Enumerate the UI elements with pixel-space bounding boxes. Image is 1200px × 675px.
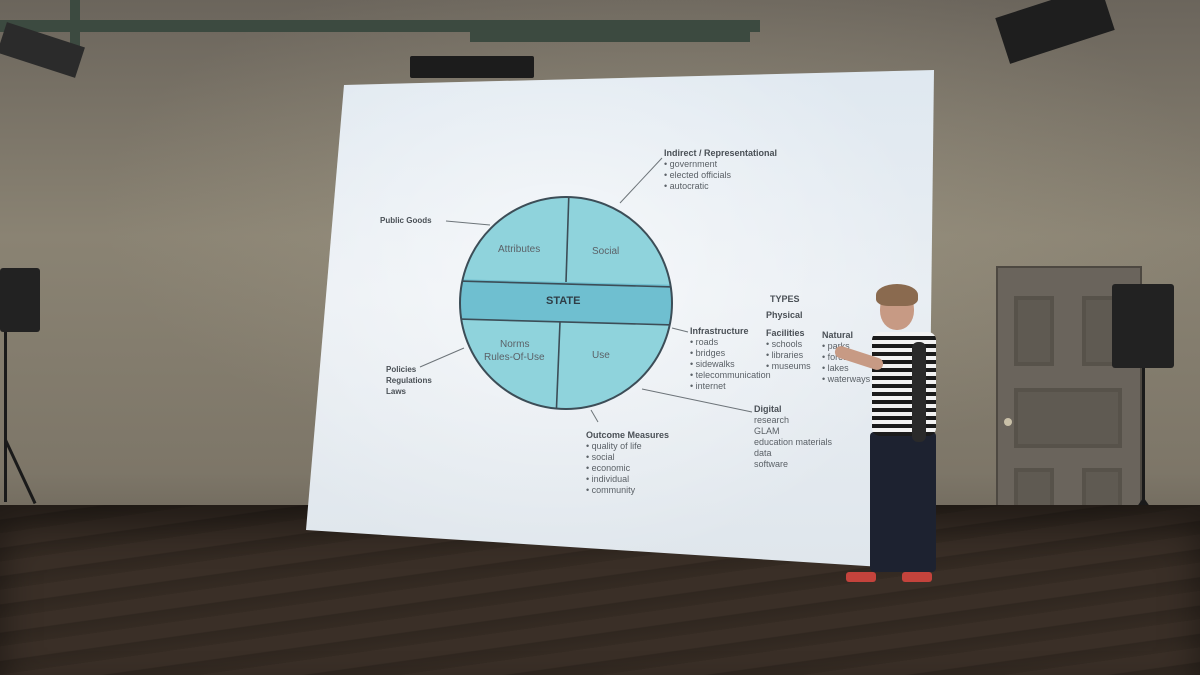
facilities-item: • schools (766, 339, 803, 349)
outcome-item: • community (586, 485, 636, 495)
natural-title: Natural (822, 330, 854, 340)
tripod-left (4, 332, 7, 502)
leader-indirect (619, 157, 663, 204)
band-top-edge (460, 280, 672, 288)
digital-item: data (754, 448, 772, 458)
state-band (460, 279, 672, 325)
facilities-item: • museums (766, 361, 811, 371)
quadrant-use: Use (592, 350, 610, 361)
digital-item: software (754, 459, 789, 469)
presenter (833, 282, 950, 592)
natural-item: • lakes (822, 363, 849, 373)
digital-item: research (754, 415, 790, 425)
label-policies: Policies (386, 365, 417, 374)
digital-item: GLAM (754, 426, 780, 436)
digital-block: Digital research GLAM education material… (754, 404, 832, 470)
diagram-circle (459, 196, 673, 410)
quadrant-rules-of-use: Rules-Of-Use (484, 352, 545, 363)
leader-policies (419, 347, 465, 368)
label-laws: Laws (386, 387, 407, 396)
presenter-arm (912, 342, 926, 442)
band-bottom-edge (460, 318, 672, 326)
label-regulations: Regulations (386, 376, 432, 385)
facilities-item: • libraries (766, 350, 804, 360)
indirect-block: Indirect / Representational • government… (664, 148, 777, 192)
outcome-item: • social (586, 452, 615, 462)
infrastructure-item: • sidewalks (690, 359, 735, 369)
label-public-goods: Public Goods (380, 216, 432, 225)
projection-screen: Attributes Social STATE Norms Rules-Of-U… (306, 70, 934, 570)
indirect-item: • autocratic (664, 181, 709, 191)
tripod-right (1142, 368, 1145, 588)
indirect-item: • elected officials (664, 170, 732, 180)
leader-digital (641, 388, 753, 413)
natural-item: • parks (822, 341, 850, 351)
presenter-shoe (846, 572, 876, 582)
indirect-item: • government (664, 159, 718, 169)
infrastructure-item: • roads (690, 337, 719, 347)
infrastructure-block: Infrastructure • roads • bridges • sidew… (690, 326, 771, 392)
facilities-title: Facilities (766, 328, 805, 338)
divider-top (565, 197, 570, 283)
outcome-title: Outcome Measures (586, 430, 670, 440)
outcome-item: • economic (586, 463, 631, 473)
digital-item: education materials (754, 437, 833, 447)
leader-public-goods (445, 220, 491, 226)
presenter-legs (870, 432, 936, 572)
leader-outcome (590, 409, 599, 423)
projector (410, 56, 534, 78)
types-physical: Physical (766, 310, 803, 320)
types-title: TYPES (770, 294, 800, 304)
infrastructure-item: • telecommunication (690, 370, 771, 380)
ceiling-beam-secondary (470, 30, 750, 42)
presenter-shoe (902, 572, 932, 582)
presenter-hair (876, 284, 918, 306)
outcome-item: • individual (586, 474, 630, 484)
facilities-block: Facilities • schools • libraries • museu… (766, 328, 811, 372)
speaker-left (0, 268, 40, 332)
digital-title: Digital (754, 404, 782, 414)
leader-infrastructure (671, 327, 689, 333)
infrastructure-title: Infrastructure (690, 326, 749, 336)
infrastructure-item: • internet (690, 381, 726, 391)
infrastructure-item: • bridges (690, 348, 726, 358)
door-panel (1014, 388, 1122, 448)
natural-item: • waterways (822, 374, 871, 384)
quadrant-attributes: Attributes (498, 244, 541, 255)
door-knob (1004, 418, 1012, 426)
quadrant-norms: Norms (500, 339, 530, 350)
outcome-item: • quality of life (586, 441, 642, 451)
divider-bottom (555, 321, 561, 409)
indirect-title: Indirect / Representational (664, 148, 778, 158)
outcome-block: Outcome Measures • quality of life • soc… (586, 430, 669, 496)
quadrant-social: Social (592, 246, 620, 257)
speaker-right (1112, 284, 1174, 368)
state-diagram (419, 157, 753, 423)
ceiling-beam-post (70, 0, 80, 60)
ceiling-beam (0, 20, 760, 32)
door-panel (1014, 296, 1054, 366)
diagram-center-state: STATE (546, 295, 581, 307)
presenter-striped-shirt (872, 332, 936, 436)
